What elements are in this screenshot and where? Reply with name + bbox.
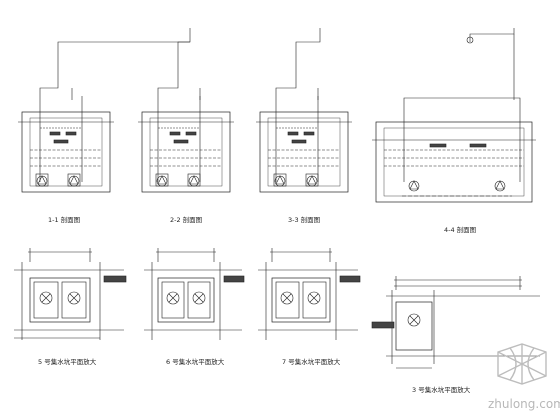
plan-3 bbox=[371, 276, 540, 369]
plan-caption: 3 号集水坑平面放大 bbox=[412, 385, 471, 394]
watermark-logo bbox=[497, 343, 547, 385]
watermark-text: zhulong.com bbox=[488, 397, 560, 411]
section-1-1 bbox=[18, 28, 191, 193]
section-caption: 1-1 剖面图 bbox=[48, 215, 80, 224]
plan-6 bbox=[144, 248, 245, 340]
plan-caption: 5 号集水坑平面放大 bbox=[38, 357, 97, 366]
section-caption: 4-4 剖面图 bbox=[444, 225, 476, 234]
section-caption: 3-3 剖面图 bbox=[288, 215, 320, 224]
section-3-3 bbox=[256, 28, 352, 193]
plan-7 bbox=[258, 248, 361, 340]
section-2-2 bbox=[138, 41, 234, 193]
plan-caption: 6 号集水坑平面放大 bbox=[166, 357, 225, 366]
plan-caption: 7 号集水坑平面放大 bbox=[282, 357, 341, 366]
section-4-4 bbox=[372, 28, 536, 203]
plan-5 bbox=[14, 248, 127, 340]
section-caption: 2-2 剖面图 bbox=[170, 215, 202, 224]
